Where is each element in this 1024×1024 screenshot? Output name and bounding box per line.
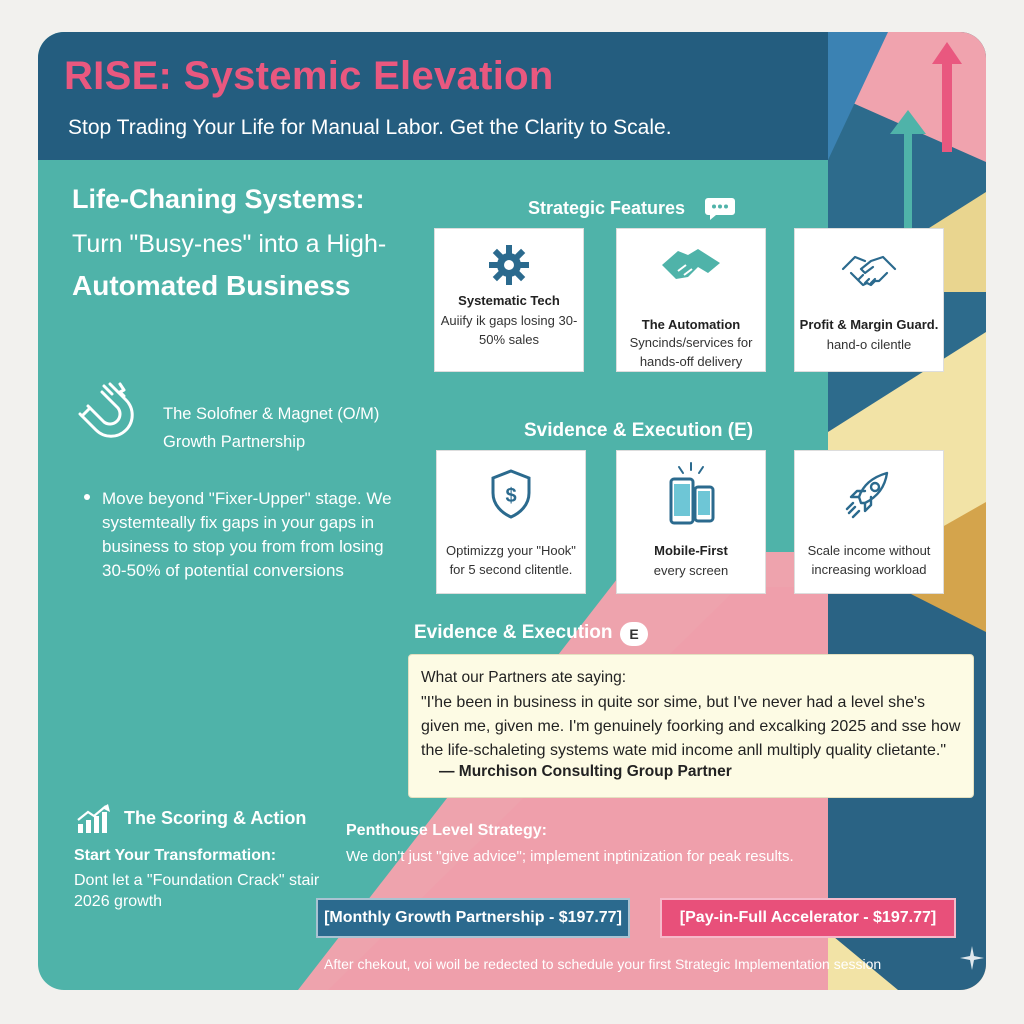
svidence-section-title: Svidence & Execution (E) <box>524 420 754 441</box>
features-section-title: Strategic Features <box>528 198 686 218</box>
feature-card-scale-income: Scale income without increasing workload <box>794 450 944 594</box>
partnership-title: The Solofner & Magnet (O/M) <box>163 405 380 423</box>
handshake-icon <box>662 249 720 279</box>
testimonial-box: What our Partners ate saying: "I'he been… <box>408 654 974 798</box>
testimonial-author: — Murchison Consulting Group Partner <box>439 763 732 780</box>
mobile-devices-icon <box>669 462 715 525</box>
sparkle-icon <box>960 946 984 970</box>
testimonial-quote: "I'he been in business in quite sor sime… <box>421 694 961 759</box>
feature-desc: Syncinds/services for hands-off delivery <box>629 335 753 369</box>
feature-desc: every screen <box>653 563 729 578</box>
feature-desc: Scale income without increasing workload <box>807 543 931 577</box>
partnership-subtitle: Growth Partnership <box>163 433 306 451</box>
monthly-partnership-button[interactable]: [Monthly Growth Partnership - $197.77] <box>316 898 630 938</box>
growth-chart-icon <box>77 804 110 833</box>
feature-title: Profit & Margin Guard. <box>799 317 939 332</box>
testimonial-lead: What our Partners ate saying: <box>421 669 627 686</box>
penthouse-title: Penthouse Level Strategy: <box>346 822 547 839</box>
evidence-badge: E <box>620 622 648 646</box>
hero-subheading-line1: Turn "Busy-nes" into a High- <box>72 230 387 258</box>
penthouse-body: We don't just "give advice"; implement i… <box>346 848 794 865</box>
feature-title: Systematic Tech <box>458 293 560 308</box>
page-title: RISE: Systemic Elevation <box>64 54 554 98</box>
start-title: Start Your Transformation: <box>74 847 277 864</box>
feature-desc: hand-o cilentle <box>826 337 912 352</box>
scoring-title: The Scoring & Action <box>124 808 307 828</box>
chat-bubble-icon <box>705 198 735 220</box>
pink-up-arrow-icon <box>932 42 962 152</box>
infographic-card: RISE: Systemic Elevation Stop Trading Yo… <box>38 32 986 990</box>
feature-card-hook: $ Optimizzg your "Hook" for 5 second cli… <box>436 450 586 594</box>
svg-text:$: $ <box>505 485 516 507</box>
feature-title: Mobile-First <box>654 543 728 558</box>
teal-up-arrow-icon <box>890 110 926 250</box>
start-body: Dont let a "Foundation Crack" stair 2026… <box>74 872 320 910</box>
magnet-icon <box>78 382 134 438</box>
feature-card-automation: The Automation Syncinds/services for han… <box>616 228 766 372</box>
bullet-text: Move beyond "Fixer-Upper" stage. We syst… <box>102 489 392 580</box>
header-band <box>38 32 828 160</box>
feature-title: The Automation <box>641 317 741 332</box>
page-subtitle: Stop Trading Your Life for Manual Labor.… <box>68 116 672 139</box>
bullet-dot <box>84 494 90 500</box>
footer-note: After chekout, voi woil be redected to s… <box>324 956 882 972</box>
feature-desc: Optimizzg your "Hook" for 5 second clite… <box>446 543 576 577</box>
hero-heading: Life-Chaning Systems: <box>72 184 365 214</box>
rocket-icon <box>845 471 889 519</box>
pay-in-full-button[interactable]: [Pay-in-Full Accelerator - $197.77] <box>660 898 956 938</box>
gear-icon <box>489 245 529 285</box>
hero-subheading-line2: Automated Business <box>72 270 351 301</box>
feature-desc: Auiify ik gaps losing 30-50% sales <box>440 313 578 347</box>
handshake-outline-icon <box>841 255 897 287</box>
feature-card-systematic-tech: Systematic Tech Auiify ik gaps losing 30… <box>434 228 584 372</box>
shield-dollar-icon: $ <box>491 469 531 519</box>
evidence-title: Evidence & Execution <box>414 622 613 643</box>
feature-card-profit-guard: Profit & Margin Guard. hand-o cilentle <box>794 228 944 372</box>
feature-card-mobile-first: Mobile-First every screen <box>616 450 766 594</box>
